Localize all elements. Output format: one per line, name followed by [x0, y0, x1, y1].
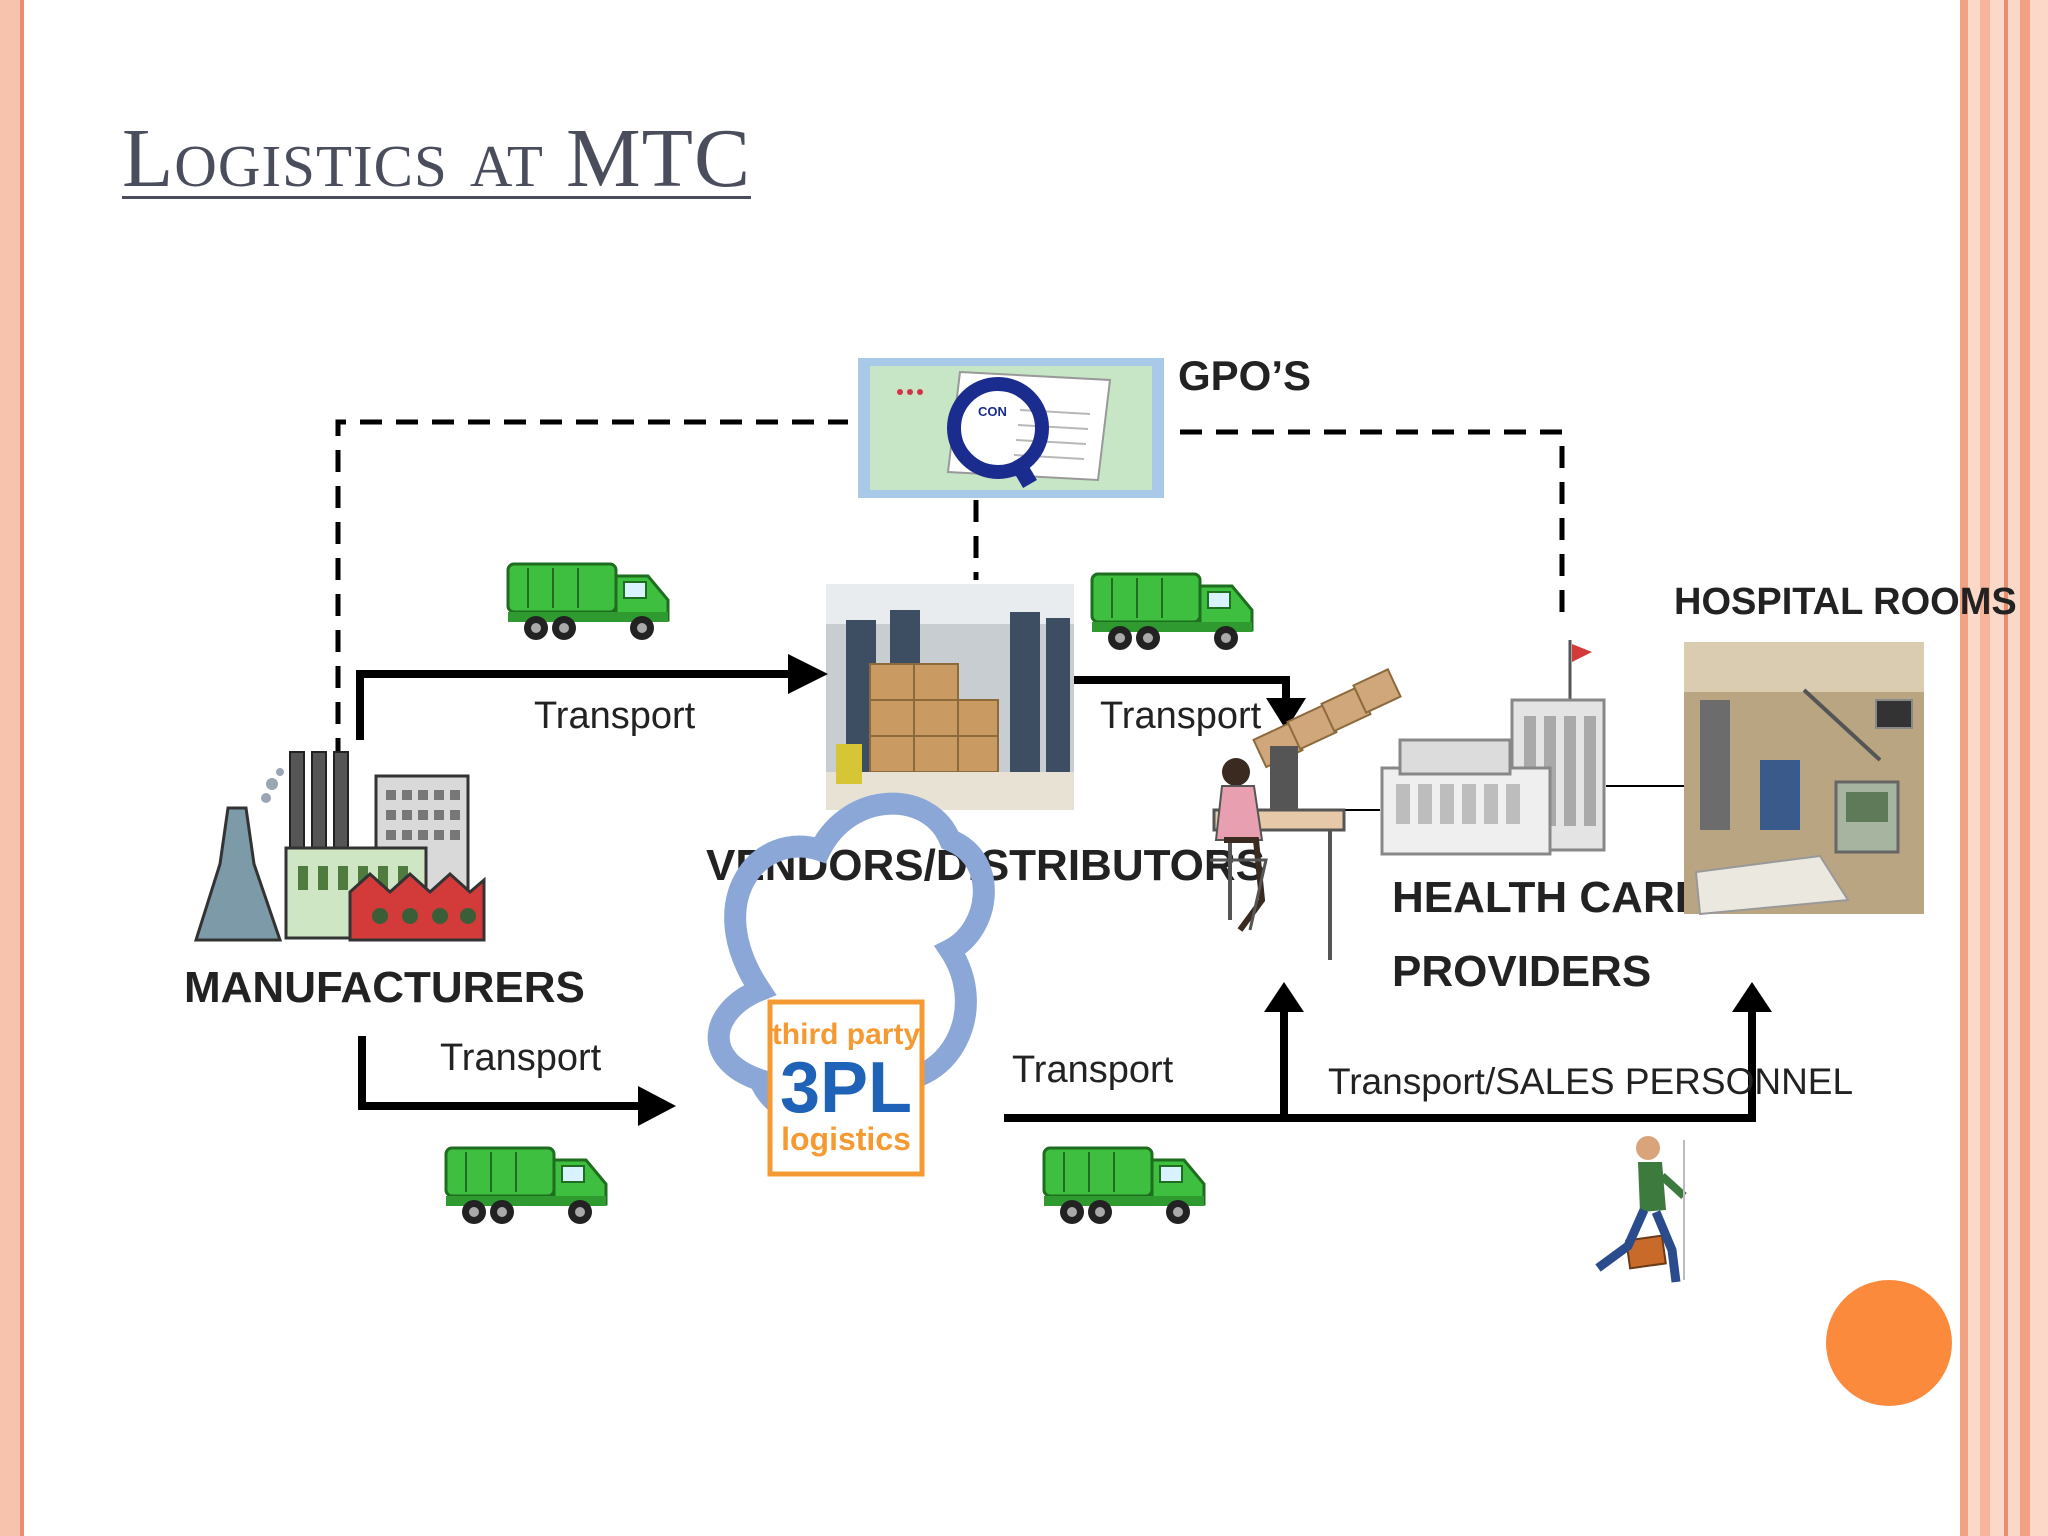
truck-icon: [1090, 572, 1254, 652]
hospital-building-icon: [1380, 640, 1606, 856]
decorative-orange-circle: [1826, 1280, 1952, 1406]
edge-label-3pl-to-provider: Transport: [1012, 1049, 1174, 1091]
truck-icon: [1042, 1146, 1206, 1226]
edge-label-mfr-to-vendor: Transport: [534, 695, 696, 737]
edge-label-to-hospital: Transport/SALES PERSONNEL: [1328, 1061, 1853, 1102]
3pl-line2: 3PL: [780, 1048, 912, 1128]
warehouse-icon: [826, 584, 1074, 810]
3pl-line1: third party: [772, 1018, 921, 1051]
gpo-label: GPO’S: [1178, 352, 1311, 399]
gpo-dashed-lines: [335, 419, 1565, 760]
office-worker-icon: [1210, 668, 1402, 960]
edge-label-mfr-to-3pl: Transport: [440, 1037, 602, 1079]
hospital-room-icon: [1684, 642, 1924, 916]
manufacturers-label: MANUFACTURERS: [184, 963, 585, 1012]
salesperson-icon: [1595, 1136, 1687, 1283]
flow-arrows: [356, 670, 1756, 1122]
truck-icon: [444, 1146, 608, 1226]
factory-icon: [193, 751, 486, 942]
3pl-line3: logistics: [781, 1121, 911, 1157]
slide-title: Logistics at MTC: [122, 112, 751, 205]
edge-label-vendor-to-provider: Transport: [1100, 695, 1262, 737]
truck-icon: [506, 562, 670, 642]
left-border-line: [20, 0, 24, 1536]
left-border: [0, 0, 22, 1536]
providers-label-line2: PROVIDERS: [1392, 947, 1651, 996]
3pl-logo-icon: third party 3PL logistics: [707, 792, 995, 1177]
right-border: [1960, 0, 2048, 1536]
hospital-label: HOSPITAL ROOMS: [1674, 581, 2017, 623]
providers-label-line1: HEALTH CARE: [1392, 873, 1704, 922]
contract-icon: CON: [858, 358, 1164, 498]
svg-text:CON: CON: [978, 404, 1007, 419]
